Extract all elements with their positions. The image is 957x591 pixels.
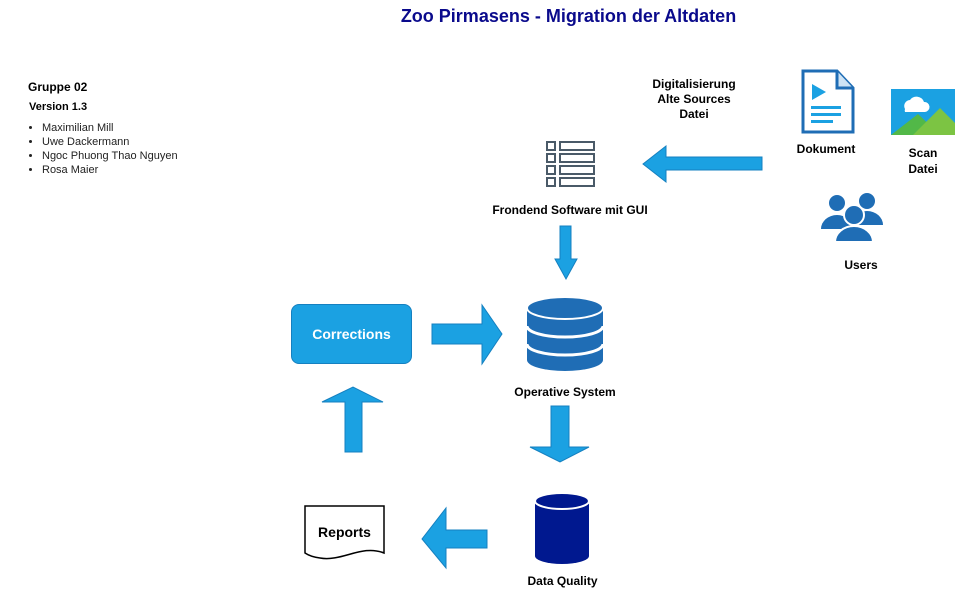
- arrow-corrections-to-operative: [431, 303, 503, 366]
- operative-label: Operative System: [514, 385, 616, 399]
- digitalisierung-line-3: Datei: [679, 107, 709, 121]
- frontend-label: Frondend Software mit GUI: [492, 203, 648, 217]
- scan-label: Scan Datei: [883, 145, 957, 177]
- document-icon: [801, 69, 855, 134]
- group-label: Gruppe 02: [28, 80, 88, 94]
- reports-shape: [304, 505, 385, 560]
- scan-line-2: Datei: [908, 162, 938, 176]
- version-label: Version 1.3: [29, 101, 88, 113]
- digitalisierung-line-1: Digitalisierung: [652, 77, 736, 91]
- arrow-to-reports: [421, 506, 488, 570]
- image-icon: [891, 89, 955, 135]
- member-item: Rosa Maier: [42, 163, 178, 177]
- arrow-to-data-quality: [529, 405, 590, 463]
- table-icon: [546, 141, 595, 187]
- corrections-box: Corrections: [291, 304, 412, 364]
- digitalisierung-label: Digitalisierung Alte Sources Datei: [634, 77, 754, 122]
- member-item: Ngoc Phuong Thao Nguyen: [42, 149, 178, 163]
- member-item: Maximilian Mill: [42, 121, 178, 135]
- scan-line-1: Scan: [908, 146, 938, 160]
- member-item: Uwe Dackermann: [42, 135, 178, 149]
- database-dark-icon: [534, 492, 590, 564]
- member-list: Maximilian Mill Uwe Dackermann Ngoc Phuo…: [28, 121, 178, 177]
- arrow-to-corrections: [321, 386, 384, 453]
- dokument-label: Dokument: [796, 142, 856, 156]
- data-quality-label: Data Quality: [527, 574, 598, 588]
- diagram-title: Zoo Pirmasens - Migration der Altdaten: [400, 6, 737, 26]
- arrow-to-frontend: [642, 144, 763, 184]
- arrow-to-operative: [554, 225, 578, 281]
- users-label: Users: [844, 258, 878, 272]
- reports-label: Reports: [318, 524, 371, 540]
- digitalisierung-line-2: Alte Sources: [657, 92, 731, 106]
- database-icon: [525, 296, 605, 371]
- users-icon: [821, 193, 883, 243]
